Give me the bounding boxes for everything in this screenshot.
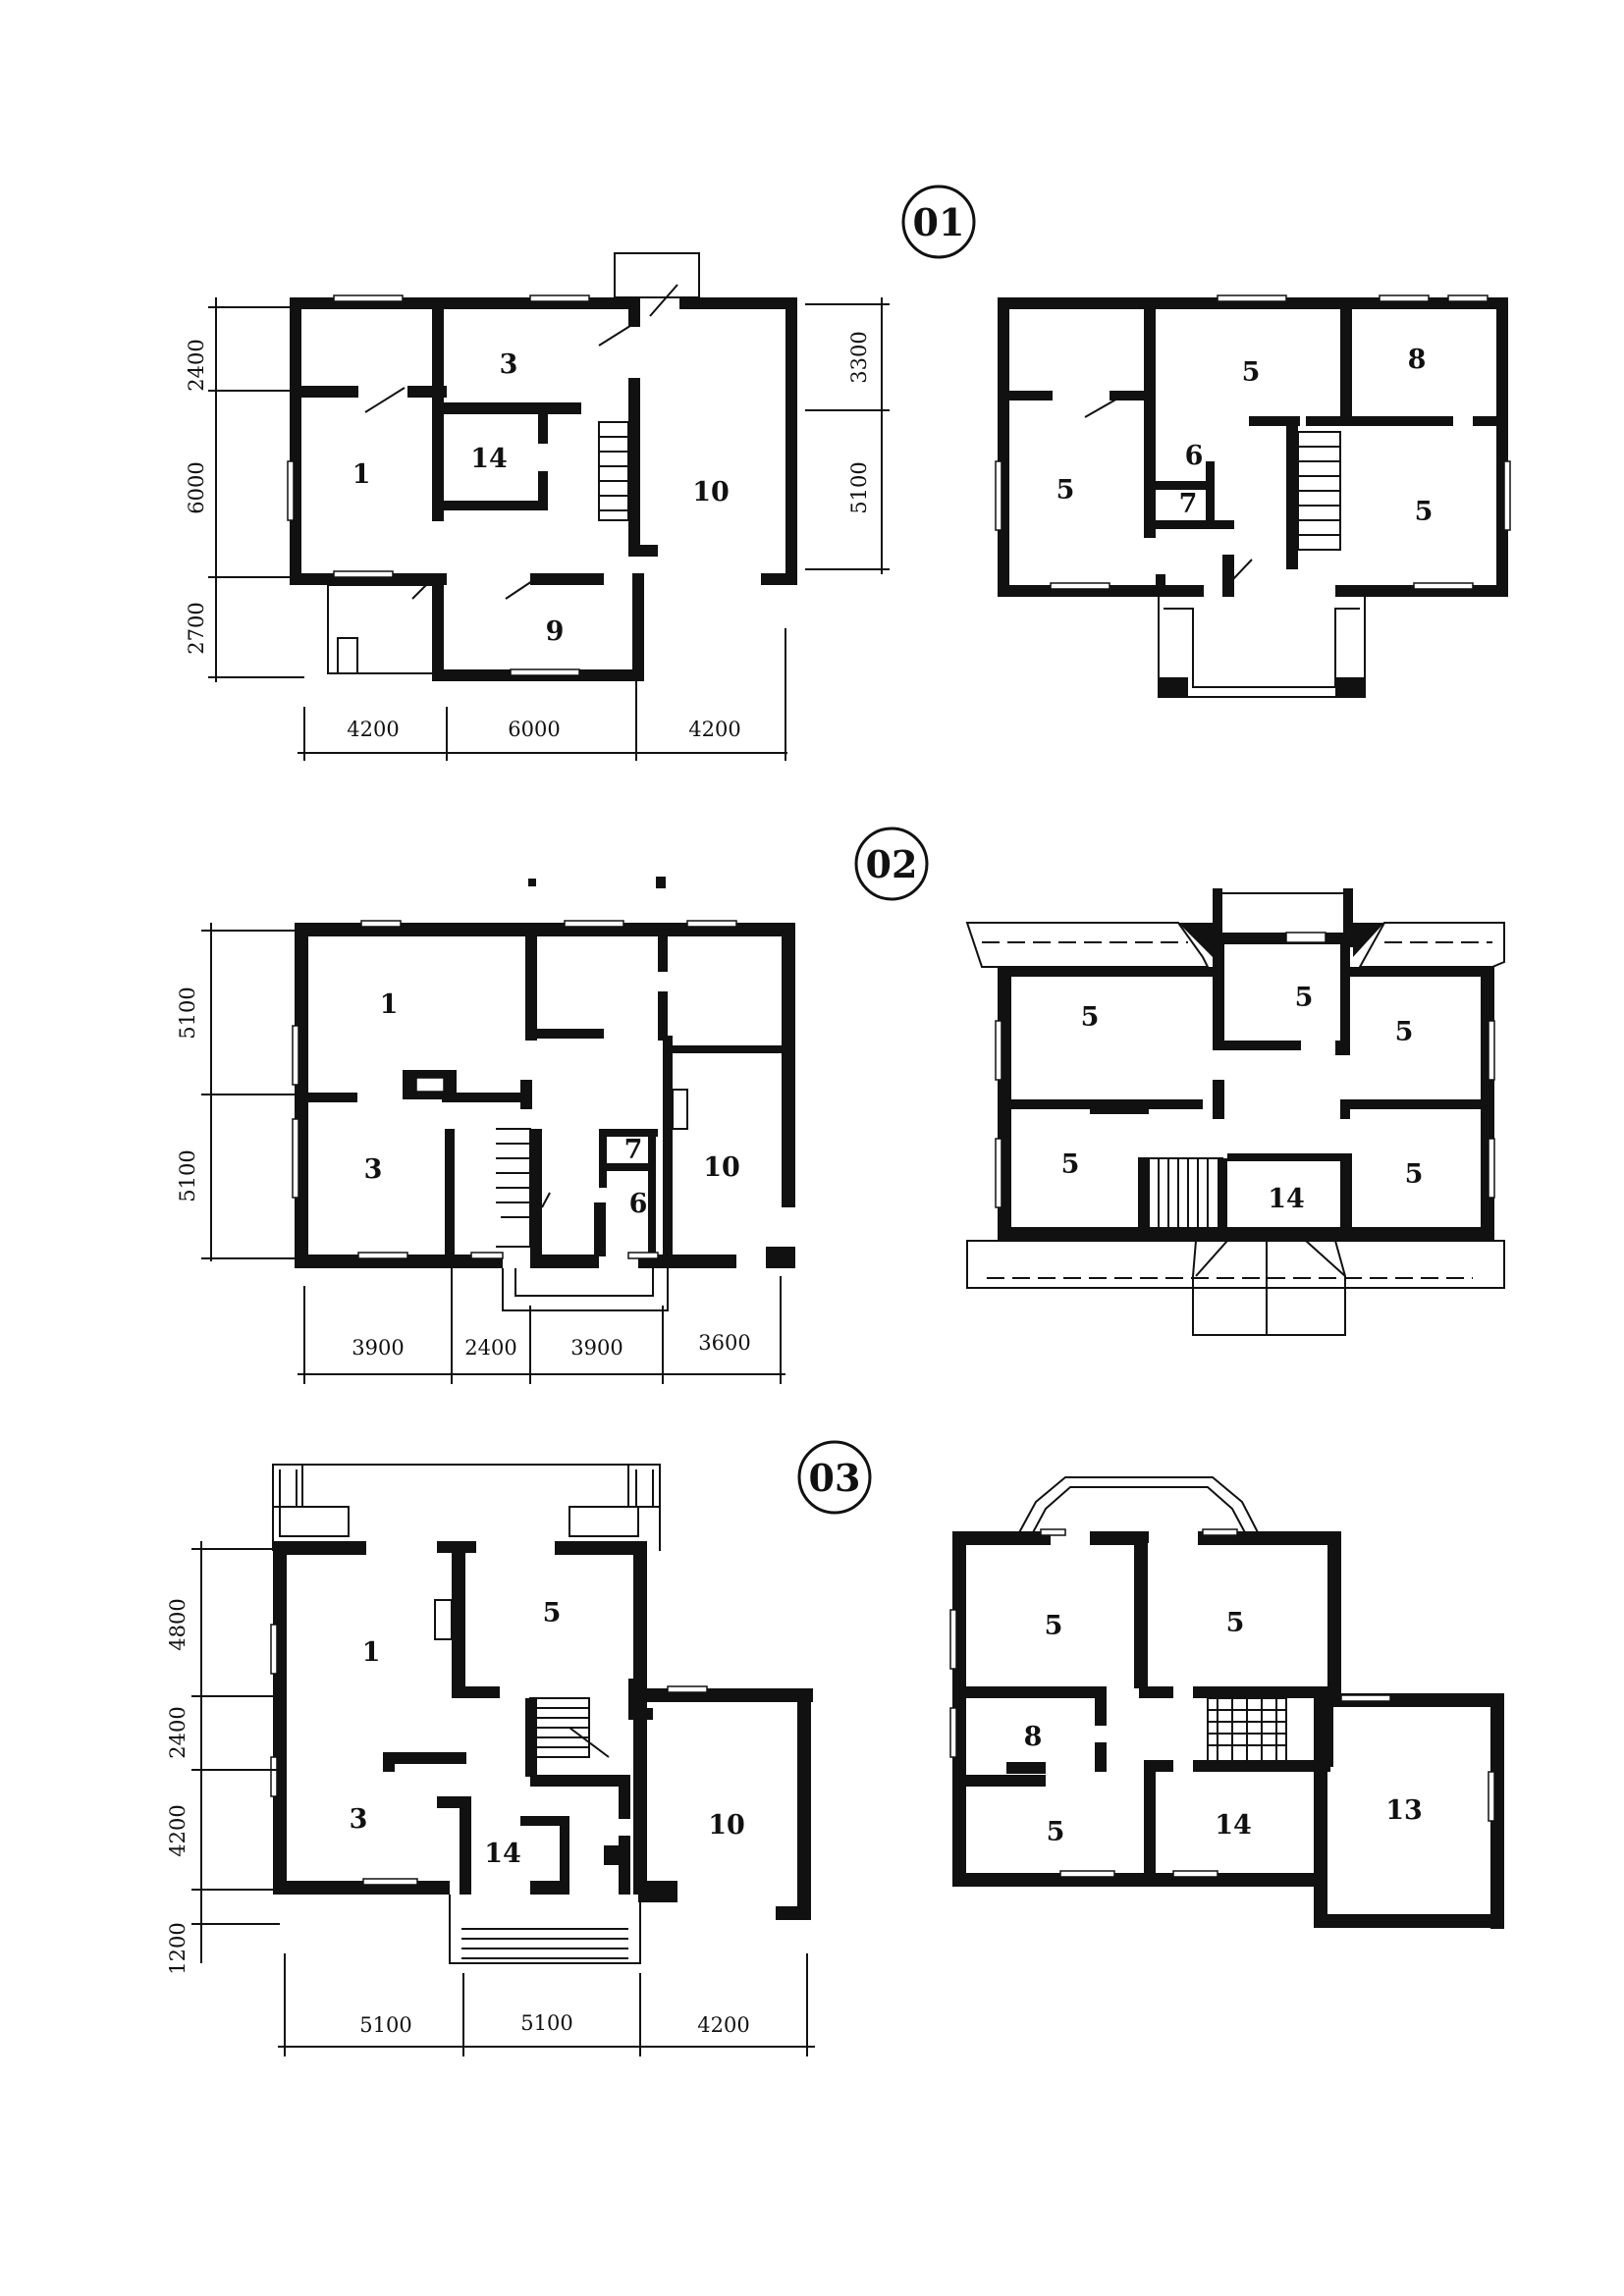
dimension-label: 6000 <box>185 461 208 513</box>
plan-03-upper-floor: 5 5 8 5 14 13 <box>949 1476 1504 1929</box>
plan-03-upper-room-label: 5 <box>1226 1608 1245 1638</box>
plan-01-upper-room-label: 5 <box>1415 497 1434 527</box>
plan-02-dimensions: 5100 5100 3900 2400 3900 3600 <box>176 923 785 1384</box>
dimension-label: 4200 <box>697 2013 749 2037</box>
plan-03-number: 03 <box>809 1456 861 1500</box>
plan-01-upper-room-label: 5 <box>1056 475 1075 506</box>
plan-03-ground-room-label: 5 <box>543 1598 562 1629</box>
plan-01-upper-floor: 5 5 8 6 7 5 <box>995 294 1511 698</box>
plan-02: 02 <box>176 827 1505 1384</box>
dimension-label: 5100 <box>176 1149 199 1201</box>
plan-02-ground-room-label: 1 <box>380 989 399 1020</box>
plan-02-upper-room-label: 5 <box>1061 1149 1080 1180</box>
dimension-label: 5100 <box>359 2013 411 2037</box>
plan-03-upper-room-label: 5 <box>1045 1611 1063 1641</box>
dimension-label: 4200 <box>166 1804 189 1856</box>
plan-01-ground-room-label: 1 <box>352 459 371 490</box>
plan-03-upper-room-label: 8 <box>1024 1722 1043 1752</box>
plan-02-ground-room-label: 7 <box>624 1135 643 1165</box>
dimension-label: 4800 <box>166 1598 189 1650</box>
plan-03-dimensions: 4800 2400 4200 1200 5100 5100 4200 <box>166 1541 815 2056</box>
plan-03-upper-room-label: 5 <box>1047 1817 1065 1847</box>
plan-02-upper-room-label: 14 <box>1268 1184 1305 1214</box>
dimension-label: 3900 <box>570 1336 623 1360</box>
plan-03-ground-floor: 1 5 3 14 10 4800 2400 4200 1200 5100 510… <box>166 1464 815 2056</box>
plan-02-badge: 02 <box>854 827 929 901</box>
dimension-label: 2400 <box>464 1336 516 1360</box>
plan-01-upper-room-label: 7 <box>1179 489 1198 519</box>
plan-02-ground-room-label: 10 <box>703 1152 740 1183</box>
plan-02-number: 02 <box>866 842 918 886</box>
plan-02-ground-room-label: 6 <box>629 1189 648 1219</box>
dimension-label: 4200 <box>688 718 740 741</box>
dimension-label: 3600 <box>698 1331 750 1355</box>
plan-02-upper-room-label: 5 <box>1405 1159 1424 1190</box>
dimension-label: 2700 <box>185 602 208 654</box>
plan-01-number: 01 <box>913 200 965 244</box>
plan-03-ground-room-label: 3 <box>350 1804 368 1835</box>
dimension-label: 5100 <box>176 987 199 1039</box>
dimension-label: 5100 <box>847 461 871 513</box>
dimension-label: 1200 <box>166 1922 189 1974</box>
plan-02-upper-room-label: 5 <box>1395 1017 1414 1047</box>
plan-01-ground-room-label: 10 <box>692 477 730 507</box>
plan-03-upper-room-label: 13 <box>1385 1795 1423 1826</box>
plan-03-ground-room-label: 10 <box>708 1810 745 1841</box>
plan-01-ground-room-label: 3 <box>500 349 518 380</box>
plan-03-badge: 03 <box>797 1440 872 1515</box>
dimension-label: 2400 <box>185 339 208 391</box>
plan-03-upper-room-label: 14 <box>1215 1810 1252 1841</box>
dimension-label: 3900 <box>352 1336 404 1360</box>
plan-02-upper-room-label: 5 <box>1295 983 1314 1013</box>
plan-01-badge: 01 <box>901 185 976 259</box>
dimension-label: 6000 <box>508 718 560 741</box>
dimension-label: 4200 <box>347 718 399 741</box>
dimension-label: 3300 <box>847 331 871 383</box>
plan-03-ground-room-label: 1 <box>362 1637 381 1668</box>
plan-01-dimensions: 2400 6000 2700 4200 6000 4200 3300 5100 <box>185 297 890 761</box>
plan-03-ground-room-label: 14 <box>484 1839 521 1869</box>
plan-02-upper-room-label: 5 <box>1081 1002 1100 1033</box>
dimension-label: 2400 <box>166 1706 189 1758</box>
plan-03: 03 <box>166 1440 1504 2056</box>
plan-01-upper-room-label: 5 <box>1242 357 1261 388</box>
plan-02-upper-floor: 5 5 5 5 14 5 <box>965 888 1505 1336</box>
dimension-label: 5100 <box>520 2011 572 2035</box>
plan-02-ground-floor: 1 3 7 6 10 5100 5100 3900 2400 3900 3600 <box>176 877 795 1384</box>
plan-01-ground-room-label: 9 <box>546 616 565 647</box>
plan-01-ground-room-label: 14 <box>470 444 508 474</box>
plan-02-ground-room-label: 3 <box>364 1154 383 1185</box>
plan-01-upper-room-label: 6 <box>1185 441 1204 471</box>
plan-01-upper-room-label: 8 <box>1408 345 1427 375</box>
plan-01: 01 <box>185 185 1511 761</box>
plan-01-ground-floor: 1 3 14 10 9 2400 6000 2700 4200 6000 420… <box>185 252 890 761</box>
